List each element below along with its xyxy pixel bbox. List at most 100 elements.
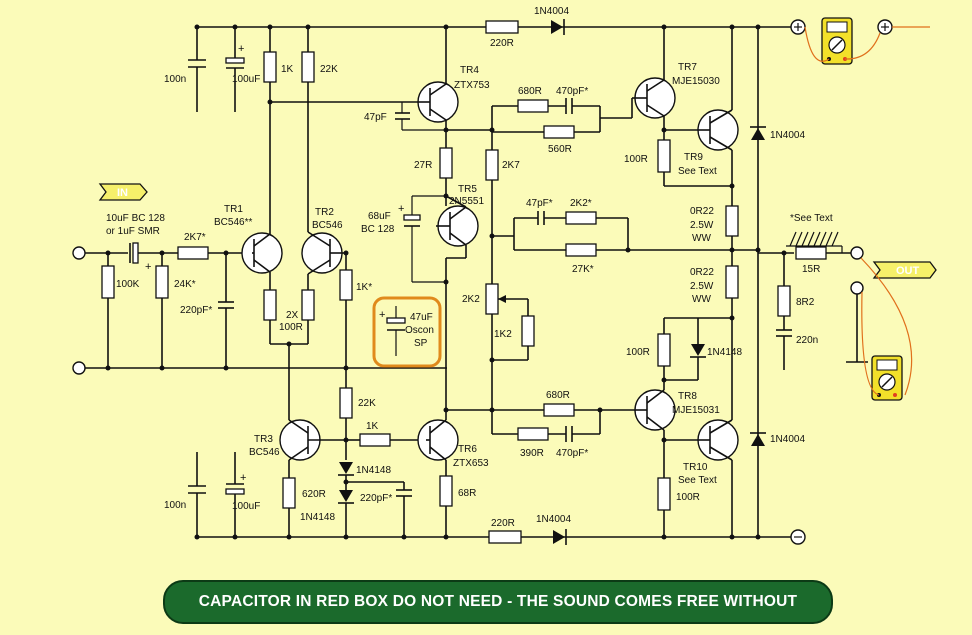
plus-mark-100uf-bottom: + (240, 472, 246, 484)
diode-1n4004-top (551, 19, 565, 35)
label-220r-top: 220R (490, 38, 514, 49)
label-2k2-star: 2K2* (570, 198, 592, 209)
label-1k-mid: 1K (366, 421, 379, 432)
label-0r22-top-power: 2.5W (690, 220, 714, 231)
label-oscon-value: 47uF (410, 312, 433, 323)
label-2k2-pot: 2K2 (462, 294, 480, 305)
label-1k-top: 1K (281, 64, 294, 75)
transistor-tr1 (241, 232, 283, 274)
oscon-capacitor-highlight-box[interactable] (372, 296, 442, 368)
resistor-2x100r-left (263, 289, 277, 321)
label-1n4004-bottom: 1N4004 (536, 514, 571, 525)
resistor-0r22-top (725, 205, 739, 237)
label-560r: 560R (548, 144, 572, 155)
label-tr4-part: ZTX753 (454, 80, 490, 91)
label-15r: 15R (802, 264, 820, 275)
label-100n-top: 100n (164, 74, 186, 85)
label-input-cap-1: 10uF BC 128 (106, 213, 165, 224)
label-oscon-name: Oscon (405, 325, 434, 336)
label-tr2: TR2 (315, 207, 334, 218)
positive-terminal[interactable] (790, 19, 806, 35)
input-ground-terminal[interactable] (72, 361, 86, 375)
label-47pf-star: 47pF* (526, 198, 553, 209)
plus-mark-oscon: + (379, 309, 385, 321)
label-47pf: 47pF (364, 112, 387, 123)
resistor-1k2 (521, 315, 535, 347)
label-0r22-bottom: 0R22 (690, 267, 714, 278)
label-in: IN (117, 187, 128, 199)
negative-terminal[interactable] (790, 529, 806, 545)
resistor-22k-mid (339, 387, 353, 419)
resistor-24k-star (155, 265, 169, 299)
transistor-tr5 (436, 205, 479, 247)
label-1n4148-right: 1N4148 (707, 347, 742, 358)
label-tr5-part: 2N5551 (449, 196, 484, 207)
output-ground-terminal[interactable] (850, 281, 864, 295)
label-220r-bottom: 220R (491, 518, 515, 529)
plus-mark-68uf: + (398, 203, 404, 215)
label-tr9: TR9 (684, 152, 703, 163)
resistor-390r (517, 427, 549, 441)
label-100n-bottom: 100n (164, 500, 186, 511)
label-22k-mid: 22K (358, 398, 376, 409)
resistor-2k7-star (177, 246, 209, 260)
multimeter-top-icon (804, 17, 930, 65)
transistor-tr10 (697, 419, 739, 461)
diode-1n4148-b (338, 490, 354, 504)
label-390r: 390R (520, 448, 544, 459)
label-2x100r-2: 100R (279, 322, 303, 333)
resistor-220r-top (485, 20, 519, 34)
label-100k: 100K (116, 279, 140, 290)
label-2k7: 2K7 (502, 160, 520, 171)
label-tr10: TR10 (683, 462, 708, 473)
resistor-560r (543, 125, 575, 139)
label-100r-tr10: 100R (676, 492, 700, 503)
resistor-100r-tr8 (657, 333, 671, 367)
label-8r2: 8R2 (796, 297, 815, 308)
resistor-8r2 (777, 285, 791, 317)
resistor-100k (101, 265, 115, 299)
resistor-1k-mid (359, 433, 391, 447)
label-220n: 220n (796, 335, 818, 346)
diode-1n4004-right-top (750, 126, 766, 140)
label-0r22-bottom-type: WW (692, 294, 711, 305)
resistor-22k-top (301, 51, 315, 83)
label-1k2: 1K2 (494, 329, 512, 340)
label-68uf: 68uF (368, 211, 391, 222)
label-22k-top: 22K (320, 64, 338, 75)
resistor-2k7 (485, 149, 499, 181)
potentiometer-2k2[interactable] (485, 283, 499, 315)
resistor-15r (795, 246, 827, 260)
label-1n4004-right-top: 1N4004 (770, 130, 805, 141)
label-220pf-bottom: 220pF* (360, 493, 392, 504)
transistor-tr8 (634, 389, 676, 431)
diode-1n4148-right (690, 344, 706, 358)
input-terminal[interactable] (72, 246, 86, 260)
label-tr4: TR4 (460, 65, 479, 76)
transistor-tr7 (632, 77, 676, 119)
resistor-100r-tr9 (657, 139, 671, 173)
note-banner: CAPACITOR IN RED BOX DO NOT NEED - THE S… (163, 580, 833, 624)
diode-1n4004-bottom (553, 529, 567, 545)
label-tr9-note: See Text (678, 166, 717, 177)
label-24k-star: 24K* (174, 279, 196, 290)
label-oscon-series: SP (414, 338, 428, 349)
label-68uf-part: BC 128 (361, 224, 395, 235)
transistor-tr9 (697, 109, 739, 151)
label-tr7-part: MJE15030 (672, 76, 720, 87)
resistor-2k2-star (565, 211, 597, 225)
diode-1n4148-a (338, 462, 354, 476)
label-220pf-star: 220pF* (180, 305, 212, 316)
cap-100uf-bottom (225, 452, 245, 537)
label-1n4004-top: 1N4004 (534, 6, 569, 17)
label-620r: 620R (302, 489, 326, 500)
label-100r-tr8: 100R (626, 347, 650, 358)
output-terminal[interactable] (850, 246, 864, 260)
label-1n4148-a: 1N4148 (356, 465, 391, 476)
label-100r-tr9: 100R (624, 154, 648, 165)
resistor-27r (439, 147, 453, 179)
positive-terminal-probe[interactable] (877, 19, 893, 35)
label-0r22-bottom-power: 2.5W (690, 281, 714, 292)
label-tr1-part: BC546** (214, 217, 252, 228)
